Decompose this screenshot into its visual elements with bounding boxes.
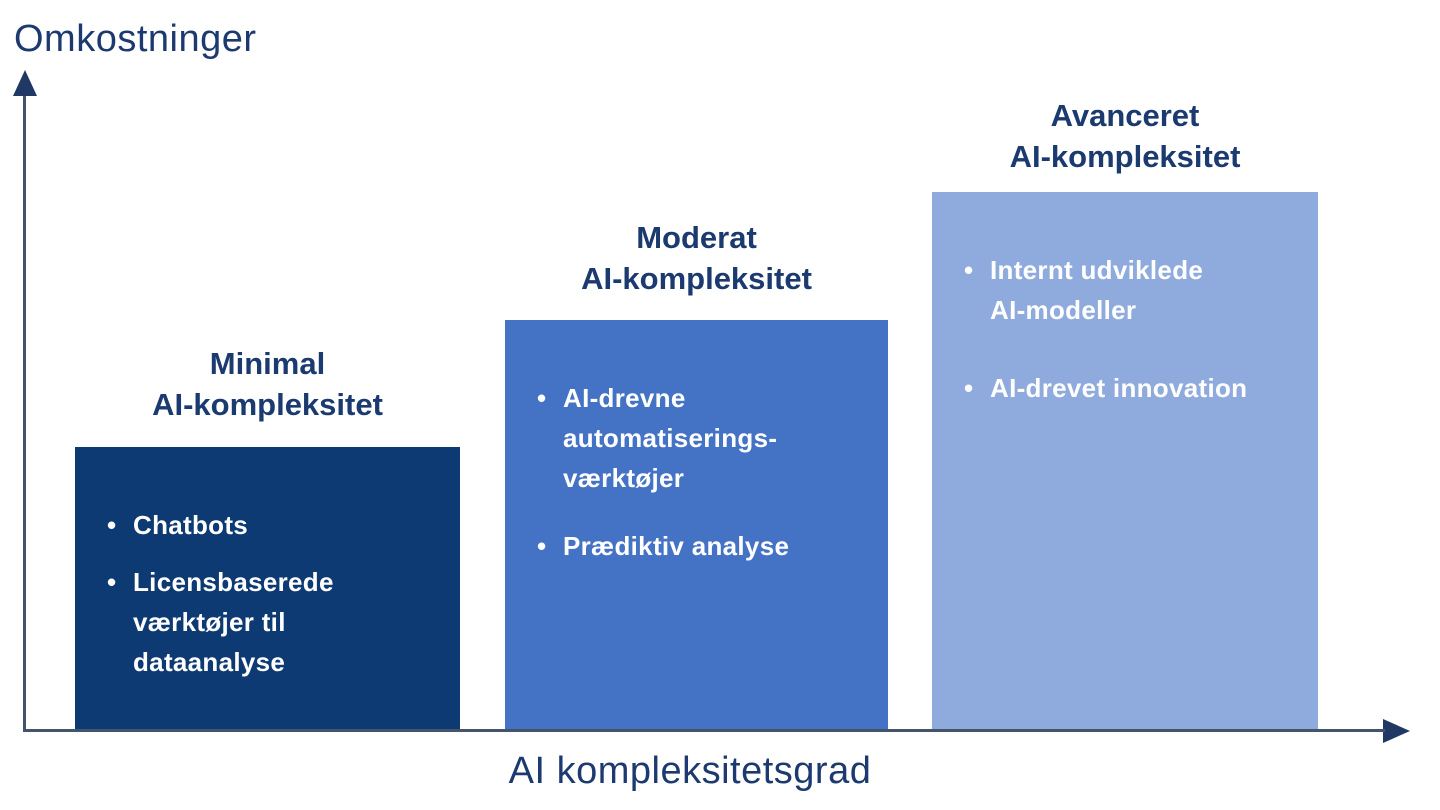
arrow-right-icon bbox=[1383, 719, 1410, 743]
bullet-icon: • bbox=[537, 531, 547, 561]
bullet-text: AI-drevne automatiserings- værktøjer bbox=[563, 383, 778, 493]
x-axis-title: AI kompleksitetsgrad bbox=[508, 750, 872, 792]
bar-heading-minimal: Minimal AI-kompleksitet bbox=[152, 346, 383, 422]
bar-moderat: • AI-drevne automatiserings- værktøjer •… bbox=[505, 320, 888, 731]
bullet-text: Prædiktiv analyse bbox=[563, 531, 790, 561]
list-item: • Chatbots bbox=[107, 505, 434, 545]
bar-heading-avanceret: Avanceret AI-kompleksitet bbox=[1009, 98, 1241, 174]
bullet-text: Licensbaserede værktøjer til dataanalyse bbox=[133, 567, 334, 677]
x-axis-line bbox=[23, 729, 1385, 732]
list-item: • AI-drevet innovation bbox=[964, 368, 1292, 408]
bar-heading-moderat: Moderat AI-kompleksitet bbox=[581, 220, 812, 296]
list-item: • Licensbaserede værktøjer til dataanaly… bbox=[107, 562, 434, 682]
bar-avanceret: • Internt udviklede AI-modeller • AI-dre… bbox=[932, 192, 1318, 731]
arrow-up-icon bbox=[13, 70, 37, 96]
bullet-icon: • bbox=[107, 567, 117, 597]
list-item: • Internt udviklede AI-modeller bbox=[964, 250, 1292, 330]
bar-minimal: • Chatbots • Licensbaserede værktøjer ti… bbox=[75, 447, 460, 731]
bullet-icon: • bbox=[537, 383, 547, 413]
list-item: • AI-drevne automatiserings- værktøjer bbox=[537, 378, 862, 498]
bullet-icon: • bbox=[964, 255, 974, 285]
list-item: • Prædiktiv analyse bbox=[537, 526, 862, 566]
bullet-icon: • bbox=[107, 510, 117, 540]
bullet-text: Chatbots bbox=[133, 510, 249, 540]
bullet-text: Internt udviklede AI-modeller bbox=[990, 255, 1204, 325]
bullet-icon: • bbox=[964, 373, 974, 403]
bullet-text: AI-drevet innovation bbox=[990, 373, 1248, 403]
y-axis-title: Omkostninger bbox=[14, 18, 257, 60]
y-axis-line bbox=[23, 94, 26, 731]
